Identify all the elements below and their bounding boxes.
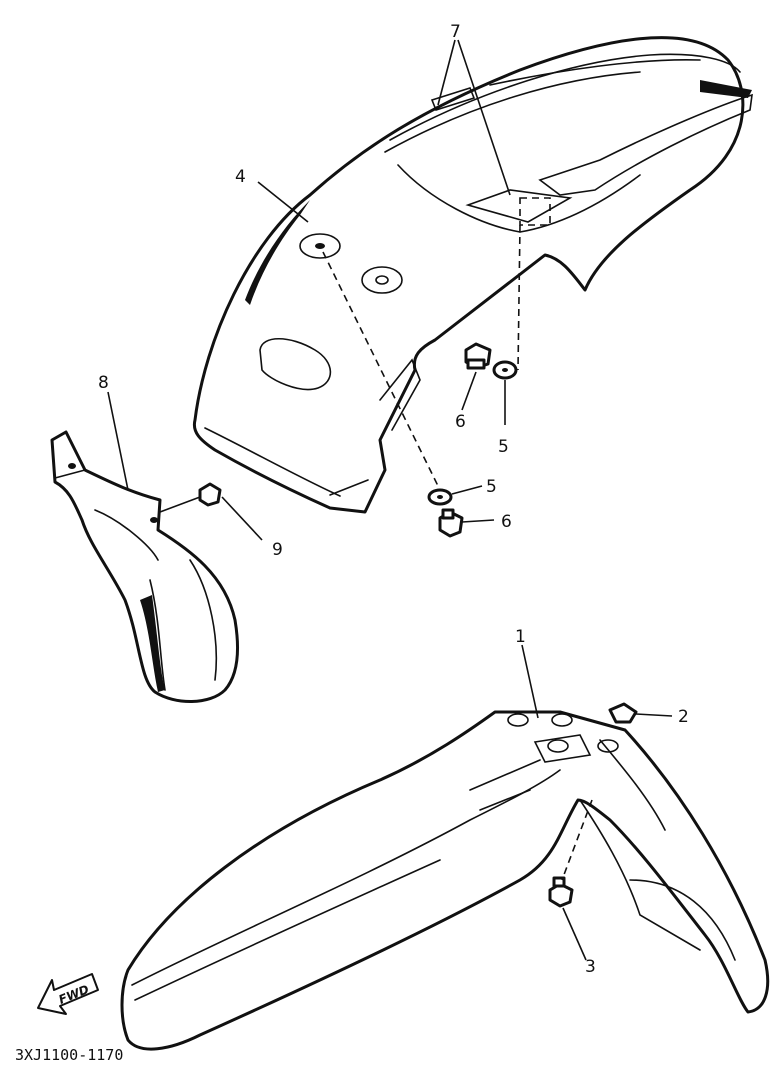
callout-9: 9	[272, 540, 283, 560]
callout-4: 4	[235, 167, 246, 187]
callout-7: 7	[450, 22, 461, 42]
callout-2: 2	[678, 707, 689, 727]
leader-lines	[107, 39, 673, 961]
nut-2	[608, 702, 638, 724]
front-fender	[120, 710, 770, 1051]
callout-5-upper: 5	[498, 437, 509, 457]
callout-1: 1	[515, 627, 526, 647]
bolt-3	[548, 876, 574, 908]
bolt-6-lower	[438, 508, 464, 538]
mud-flap	[50, 430, 240, 703]
washer-5-lower	[427, 488, 453, 506]
callout-8: 8	[98, 373, 109, 393]
drawing-code: 3XJ1100-1170	[15, 1046, 123, 1064]
callout-5-lower: 5	[486, 477, 497, 497]
bolt-6-upper	[464, 342, 492, 370]
callout-3: 3	[585, 957, 596, 977]
forward-direction-arrow: FWD	[37, 973, 99, 1015]
bolt-9	[198, 482, 222, 507]
washer-5-upper	[492, 360, 518, 380]
rear-fender	[192, 36, 753, 514]
callout-6-lower: 6	[501, 512, 512, 532]
callout-6-upper: 6	[455, 412, 466, 432]
